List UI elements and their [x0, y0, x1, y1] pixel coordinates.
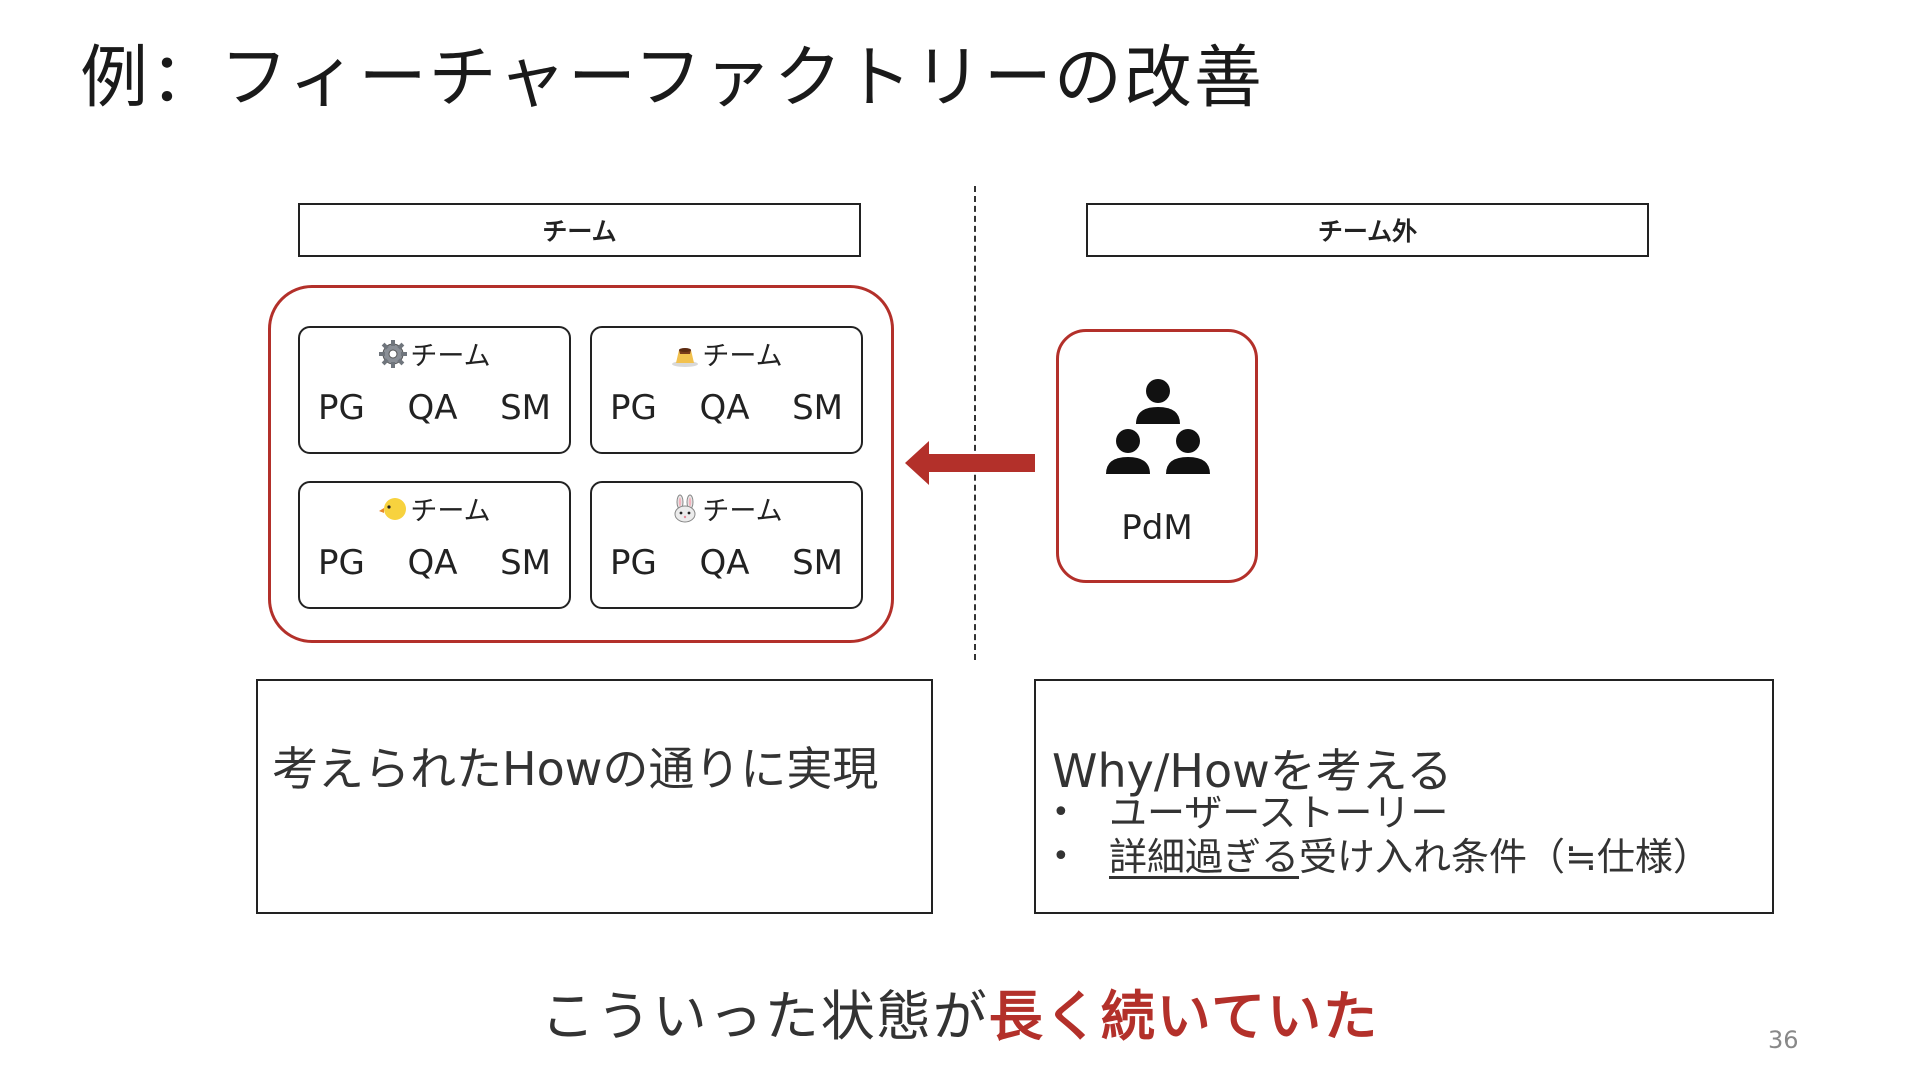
outside-team-header: チーム外 [1086, 203, 1649, 257]
outside-description-heading: Why/Howを考える [1052, 744, 1453, 798]
team-name: チーム [592, 489, 861, 528]
role-pg: PG [610, 388, 657, 428]
bullet-text: 受け入れ条件（≒仕様） [1299, 835, 1711, 879]
bullet-list: • ユーザーストーリー • 詳細過ぎる 受け入れ条件（≒仕様） [1052, 791, 1711, 879]
bullet-item: • ユーザーストーリー [1052, 791, 1711, 835]
chick-icon [379, 497, 407, 520]
conclusion-prefix: こういった状態が [540, 985, 989, 1048]
dashed-divider [974, 186, 976, 660]
page-number: 36 [1768, 1026, 1799, 1054]
outside-description-box: Why/Howを考える • ユーザーストーリー • 詳細過ぎる 受け入れ条件（≒… [1034, 679, 1774, 914]
role-pg: PG [610, 543, 657, 583]
role-sm: SM [500, 388, 551, 428]
role-qa: QA [699, 543, 750, 583]
role-list: PG QA SM [610, 388, 843, 428]
pdm-box: PdM [1056, 329, 1258, 583]
team-name: チーム [300, 489, 569, 528]
slide-title: 例：フィーチャーファクトリーの改善 [80, 39, 1264, 118]
bullet-dot-icon: • [1052, 795, 1070, 830]
conclusion: こういった状態が長く続いていた [0, 972, 1920, 1051]
team-name: チーム [592, 334, 861, 373]
team-group-outline [268, 285, 894, 643]
role-sm: SM [792, 388, 843, 428]
role-qa: QA [407, 543, 458, 583]
team-description-text: 考えられたHowの通りに実現 [272, 742, 879, 796]
bullet-underlined-text: 詳細過ぎる [1109, 835, 1300, 879]
bullet-text: ユーザーストーリー [1109, 791, 1449, 835]
team-card: チーム PG QA SM [298, 326, 571, 454]
role-sm: SM [500, 543, 551, 583]
pdm-label: PdM [1121, 508, 1193, 548]
role-qa: QA [699, 388, 750, 428]
team-card: チーム PG QA SM [590, 326, 863, 454]
conclusion-emphasis: 長く続いていた [988, 985, 1380, 1048]
left-arrow-icon [905, 441, 1035, 485]
team-name-label: チーム [702, 341, 783, 372]
team-name-label: チーム [410, 341, 491, 372]
role-qa: QA [407, 388, 458, 428]
team-description-box: 考えられたHowの通りに実現 [256, 679, 933, 914]
pudding-icon [672, 347, 699, 367]
role-sm: SM [792, 543, 843, 583]
team-header-label: チーム [542, 217, 617, 246]
gear-icon [379, 339, 408, 368]
team-header: チーム [298, 203, 861, 257]
outside-team-header-label: チーム外 [1317, 217, 1418, 246]
team-name-label: チーム [702, 496, 783, 527]
team-name: チーム [300, 334, 569, 373]
role-list: PG QA SM [318, 543, 551, 583]
role-pg: PG [318, 388, 365, 428]
bullet-dot-icon: • [1052, 839, 1070, 874]
people-group-icon [1106, 379, 1210, 474]
role-pg: PG [318, 543, 365, 583]
bullet-item: • 詳細過ぎる 受け入れ条件（≒仕様） [1052, 835, 1711, 879]
team-card: チーム PG QA SM [590, 481, 863, 609]
rabbit-icon [674, 494, 696, 522]
role-list: PG QA SM [318, 388, 551, 428]
team-card: チーム PG QA SM [298, 481, 571, 609]
role-list: PG QA SM [610, 543, 843, 583]
team-name-label: チーム [410, 496, 491, 527]
